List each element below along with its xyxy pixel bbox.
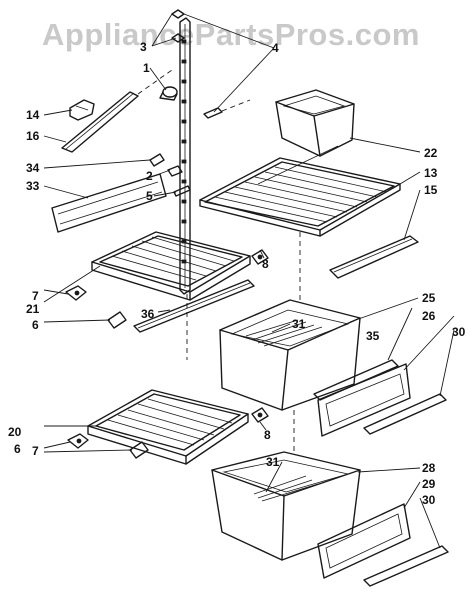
crisper-drawer-part-28 (211, 451, 361, 561)
pin-part-4 (203, 99, 251, 119)
callout-7-upper: 7 (32, 289, 39, 303)
trim-part-16 (61, 69, 173, 153)
callout-8-lower: 8 (264, 428, 271, 442)
callout-22: 22 (424, 146, 438, 160)
callout-1: 1 (143, 61, 150, 75)
callout-21: 21 (26, 302, 40, 316)
bracket-part-1 (159, 86, 178, 101)
callout-30-upper: 30 (452, 325, 466, 339)
callout-4: 4 (272, 41, 279, 55)
bracket-part-8-upper (251, 249, 269, 265)
callout-6-lower: 6 (14, 442, 21, 456)
screw-part-5 (173, 185, 191, 197)
callout-8-upper: 8 (262, 257, 269, 271)
callout-29: 29 (422, 477, 436, 491)
callout-15: 15 (424, 183, 438, 197)
shelf-ladder-rail (179, 17, 191, 360)
callout-5: 5 (146, 189, 153, 203)
callout-34: 34 (26, 161, 40, 175)
handle-part-35 (313, 359, 399, 401)
clip-part-14 (69, 99, 95, 121)
cover-part-26 (317, 363, 411, 437)
callout-13: 13 (424, 166, 438, 180)
callout-20: 20 (8, 425, 22, 439)
cover-part-29 (317, 503, 411, 579)
bracket-part-7-lower (67, 433, 89, 449)
wire-shelf-part-13 (199, 145, 401, 237)
callout-33: 33 (26, 179, 40, 193)
callout-31-upper: 31 (292, 317, 306, 331)
support-part-6-lower (129, 441, 149, 459)
bin-part-22 (275, 89, 355, 157)
glass-shelf-frame-part-21 (91, 231, 251, 301)
support-part-6-upper (107, 311, 127, 329)
callout-36: 36 (141, 307, 155, 321)
callout-31-lower: 31 (266, 455, 280, 469)
trim-part-30-upper (363, 393, 447, 435)
callout-25: 25 (422, 291, 436, 305)
bracket-part-7-upper (65, 285, 87, 301)
trim-part-30-lower (363, 545, 449, 587)
callout-3: 3 (140, 40, 147, 54)
callout-7-lower: 7 (32, 444, 39, 458)
callout-2: 2 (146, 169, 153, 183)
watermark: AppliancePartsPros.com (42, 17, 420, 52)
callout-labels: 3 4 1 14 16 34 33 2 5 22 13 15 8 7 21 6 … (8, 40, 466, 507)
callout-28: 28 (422, 461, 436, 475)
callout-26: 26 (422, 309, 436, 323)
callout-35: 35 (366, 329, 380, 343)
bracket-part-8-lower (251, 407, 269, 423)
callout-16: 16 (26, 129, 40, 143)
crisper-drawer-part-25 (219, 299, 361, 411)
glass-shelf-frame-part-20 (87, 389, 249, 465)
callout-6-upper: 6 (32, 318, 39, 332)
trim-part-15 (329, 235, 419, 279)
leader-lines (43, 13, 455, 549)
rail-part-36 (133, 279, 255, 333)
screw-part-34 (149, 153, 165, 167)
callout-14: 14 (26, 108, 40, 122)
clip-part-2 (167, 165, 183, 177)
trim-part-33 (51, 173, 167, 233)
callout-30-lower: 30 (422, 493, 436, 507)
